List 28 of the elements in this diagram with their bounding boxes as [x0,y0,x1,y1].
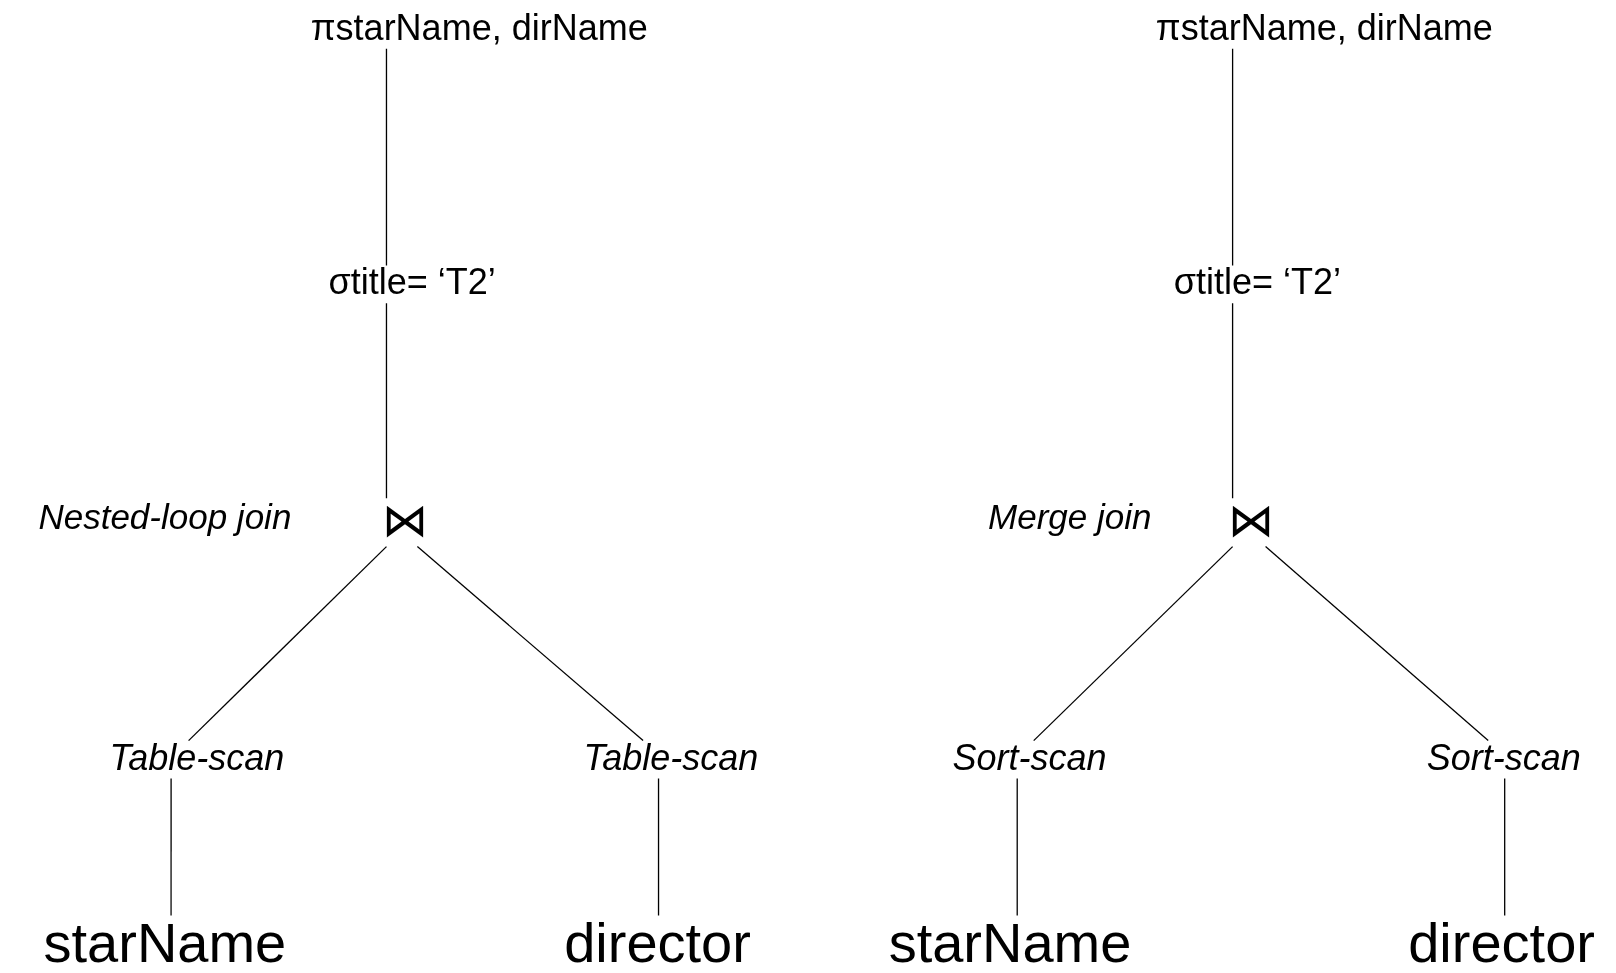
operator-label: σtitle= ‘T2’ [1173,263,1341,302]
scan-method-label: Sort-scan [952,738,1107,777]
join-symbol: ⋈ [382,496,428,545]
join-symbol: ⋈ [1228,496,1275,545]
tree-edge [1231,302,1234,499]
tree-edge [1033,545,1234,742]
operator-label: πstarName, dirName [1155,8,1493,47]
operator-label: σtitle= ‘T2’ [328,263,496,302]
tree-edge [1264,545,1489,742]
join-method-label: Nested-loop join [38,497,292,538]
tree-edge [385,302,388,499]
operator-label: πstarName, dirName [310,8,648,47]
tree-edge [187,545,388,742]
tree-edge [657,777,660,917]
join-method-label: Merge join [988,497,1152,538]
tree-edge [1016,777,1018,917]
tree-edge [170,777,172,917]
tree-edge [416,545,644,742]
relation-label: director [1408,913,1595,973]
tree-edge [1504,777,1506,917]
tree-edge [1231,48,1234,267]
tree-edge [385,48,388,267]
relation-label: director [564,913,751,973]
relation-label: starName [43,913,287,973]
scan-method-label: Table-scan [109,738,285,777]
scan-method-label: Sort-scan [1426,738,1581,777]
scan-method-label: Table-scan [583,738,759,777]
relation-label: starName [888,913,1132,973]
